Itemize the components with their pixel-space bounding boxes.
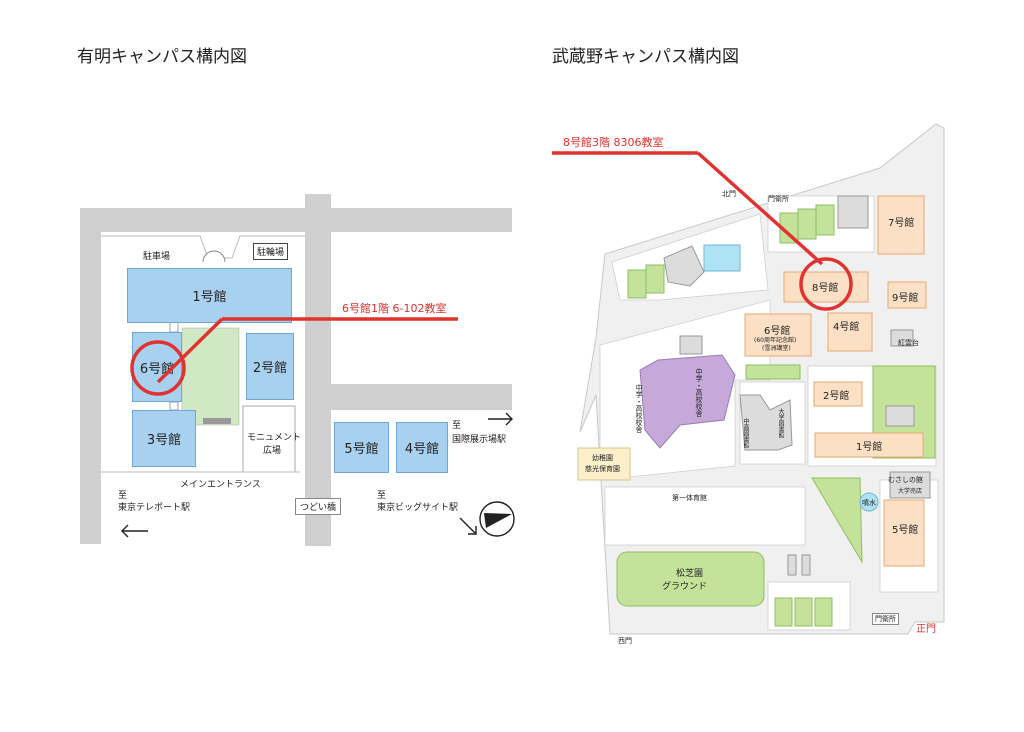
- ariake-tsudoi-bridge-label: つどい橋: [295, 498, 342, 515]
- musashino-observatory-label: 紅雲台: [898, 339, 919, 347]
- ariake-parking-label: 駐車場: [143, 252, 171, 262]
- musashino-building-2[interactable]: 2号館: [823, 391, 850, 402]
- ariake-road-east: [331, 384, 512, 410]
- musashino-shop-label-1: むさしの館: [888, 476, 923, 484]
- musashino-fountain-label: 噴水: [862, 499, 876, 507]
- ariake-to-bigsight-label-1: 至: [377, 491, 387, 501]
- ariake-to-kokusai-label-2: 国際展示場駅: [452, 435, 507, 445]
- musashino-ground-label-2: グラウンド: [662, 582, 708, 592]
- ariake-main-entrance-label: メインエントランス: [180, 480, 261, 490]
- ariake-to-kokusai-label-1: 至: [452, 421, 462, 431]
- musashino-gatehouse-south-label: 門衛所: [872, 613, 899, 625]
- arrow-left-icon: [121, 524, 148, 538]
- ariake-building-4[interactable]: 4号館: [396, 422, 448, 473]
- musashino-building-5[interactable]: 5号館: [892, 525, 919, 536]
- musashino-main-gate-label: 正門: [916, 624, 936, 635]
- ariake-monument-plaza-label: 広場: [263, 446, 282, 456]
- musashino-univ-library-label: 大学図書館: [777, 408, 784, 438]
- musashino-hs-jhs-label-2: 中学・高校校舎: [695, 368, 703, 417]
- musashino-building-6-sub2: (雪洲講堂): [762, 345, 791, 352]
- musashino-building-1[interactable]: 1号館: [856, 442, 883, 453]
- musashino-kindergarten-label-1: 幼稚園: [592, 454, 613, 462]
- musashino-room-callout: 8号館3階 8306教室: [563, 136, 664, 149]
- ariake-room-callout: 6号館1階 6-102教室: [342, 302, 447, 315]
- arrow-down-right-icon: [459, 517, 477, 535]
- musashino-chu-library-label: 中高図書館: [742, 418, 749, 448]
- musashino-ground-label-1: 松芝園: [676, 569, 704, 579]
- musashino-shop-label-2: 大学売店: [898, 488, 923, 495]
- musashino-west-gate-label: 西門: [618, 637, 632, 645]
- musashino-building-6[interactable]: 6号館: [764, 326, 791, 337]
- musashino-gatehouse-label: 門衛所: [768, 195, 789, 203]
- compass-icon: [479, 501, 515, 537]
- arrow-right-icon: [488, 412, 513, 426]
- musashino-hs-jhs-label-1: 中学・高校校舎: [635, 384, 643, 433]
- ariake-building-5[interactable]: 5号館: [334, 422, 389, 473]
- musashino-building-9[interactable]: 9号館: [892, 293, 919, 304]
- ariake-title: 有明キャンパス構内図: [77, 47, 247, 67]
- musashino-north-gate-label: 北門: [722, 190, 736, 198]
- musashino-gym-label: 第一体育館: [672, 494, 707, 502]
- ariake-road-center: [305, 194, 331, 546]
- ariake-building-2[interactable]: 2号館: [246, 333, 294, 400]
- musashino-title: 武蔵野キャンパス構内図: [552, 47, 739, 67]
- ariake-building-1[interactable]: 1号館: [127, 268, 292, 323]
- ariake-building-3[interactable]: 3号館: [132, 410, 196, 467]
- musashino-building-8[interactable]: 8号館: [812, 283, 839, 294]
- musashino-kindergarten-label-2: 慈光保育園: [585, 465, 620, 473]
- musashino-building-4[interactable]: 4号館: [833, 322, 860, 333]
- musashino-building-6-sub1: (60周年記念館): [754, 337, 797, 344]
- ariake-monument-label: モニュメント: [247, 433, 302, 443]
- musashino-building-7[interactable]: 7号館: [888, 218, 915, 229]
- ariake-to-teleport-label-2: 東京テレポート駅: [118, 503, 191, 513]
- ariake-bike-parking-label: 駐輪場: [253, 243, 289, 260]
- ariake-road-north: [80, 208, 512, 232]
- ariake-to-teleport-label-1: 至: [118, 491, 128, 501]
- ariake-road-west: [80, 208, 101, 544]
- ariake-to-bigsight-label-2: 東京ビッグサイト駅: [377, 503, 459, 513]
